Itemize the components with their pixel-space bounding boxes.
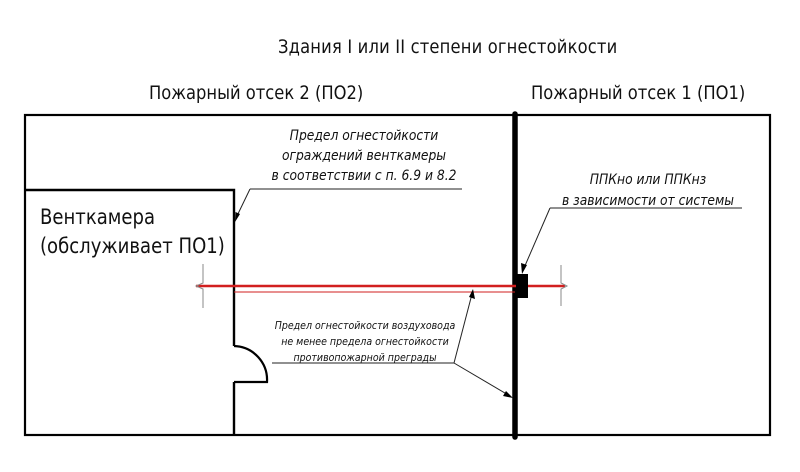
- diagram-title: Здания I или II степени огнестойкости: [278, 36, 618, 58]
- leader-line-duct-up: [453, 293, 473, 364]
- arrowhead-icon: [521, 263, 527, 274]
- annotation-line: в соответствии с п. 6.9 и 8.2: [271, 168, 457, 184]
- break-mark-left-icon: [194, 264, 204, 308]
- door-arc-icon: [233, 344, 269, 384]
- annotation-line: Предел огнестойкости воздуховода: [274, 320, 456, 332]
- annotation-line: противопожарной преграды: [293, 352, 437, 364]
- zone-label-1: Пожарный отсек 1 (ПО1): [531, 82, 746, 104]
- annotation-fire-damper: ППКно или ППКнз в зависимости от системы: [548, 170, 748, 212]
- building-outline: [23, 113, 772, 437]
- fire-damper-icon: [516, 274, 528, 298]
- annotation-duct-fire-resistance: Предел огнестойкости воздуховода не мене…: [255, 318, 475, 366]
- annotation-line: ограждений венткамеры: [281, 148, 447, 164]
- annotation-wall-fire-resistance: Предел огнестойкости ограждений венткаме…: [244, 126, 484, 186]
- vent-chamber-label: Венткамера (обслуживает ПО1): [40, 203, 225, 261]
- annotation-line: ППКно или ППКнз: [589, 172, 707, 188]
- arrowhead-icon: [235, 212, 240, 222]
- vent-chamber-walls: [25, 188, 236, 435]
- leader-line-wall: [235, 188, 251, 219]
- zone-label-2: Пожарный отсек 2 (ПО2): [149, 82, 364, 104]
- annotation-line: не менее предела огнестойкости: [281, 336, 449, 348]
- vent-chamber-line1: Венткамера: [40, 205, 156, 229]
- annotation-line: Предел огнестойкости: [289, 128, 439, 144]
- annotation-line: в зависимости от системы: [561, 193, 734, 209]
- arrowhead-icon: [503, 391, 513, 398]
- break-mark-right-icon: [560, 265, 569, 306]
- leader-line-duct-wall: [453, 362, 511, 397]
- vent-chamber-line2: (обслуживает ПО1): [40, 234, 225, 258]
- leader-line-damper: [523, 207, 551, 269]
- arrowhead-icon: [469, 289, 475, 299]
